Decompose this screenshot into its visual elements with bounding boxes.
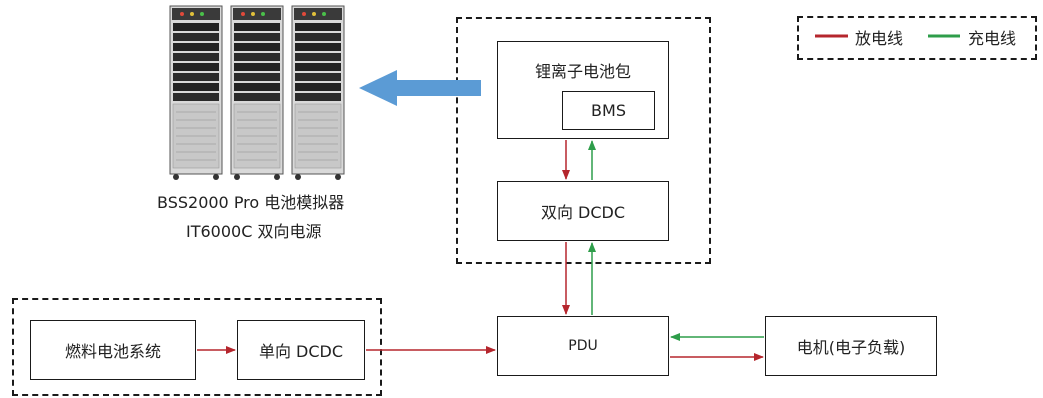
fuel-cell-group-boundary bbox=[12, 298, 382, 396]
battery-simulator-racks-image bbox=[169, 5, 345, 181]
equipment-label-line1: BSS2000 Pro 电池模拟器 bbox=[157, 193, 345, 212]
fuel-cell-system-block: 燃料电池系统 bbox=[30, 320, 196, 380]
pdu-label: PDU bbox=[568, 338, 598, 354]
blue-arrow bbox=[359, 70, 481, 106]
motor-load-block: 电机(电子负载) bbox=[765, 316, 937, 376]
bms-label: BMS bbox=[591, 101, 626, 120]
legend-discharge-label: 放电线 bbox=[855, 29, 904, 48]
battery-group-boundary bbox=[456, 17, 711, 264]
bms-block: BMS bbox=[562, 91, 655, 130]
bidirectional-dcdc-label: 双向 DCDC bbox=[540, 203, 626, 222]
motor-load-label: 电机(电子负载) bbox=[796, 338, 906, 357]
legend-charge-label: 充电线 bbox=[968, 29, 1017, 48]
pdu-block: PDU bbox=[497, 316, 669, 376]
legend-box bbox=[797, 16, 1037, 60]
fuel-cell-system-label: 燃料电池系统 bbox=[64, 342, 161, 361]
battery-pack-label: 锂离子电池包 bbox=[534, 62, 631, 81]
equipment-label-line2: IT6000C 双向电源 bbox=[186, 222, 322, 241]
bidirectional-dcdc-block: 双向 DCDC bbox=[497, 181, 669, 241]
unidirectional-dcdc-label: 单向 DCDC bbox=[258, 342, 344, 361]
unidirectional-dcdc-block: 单向 DCDC bbox=[237, 320, 365, 380]
